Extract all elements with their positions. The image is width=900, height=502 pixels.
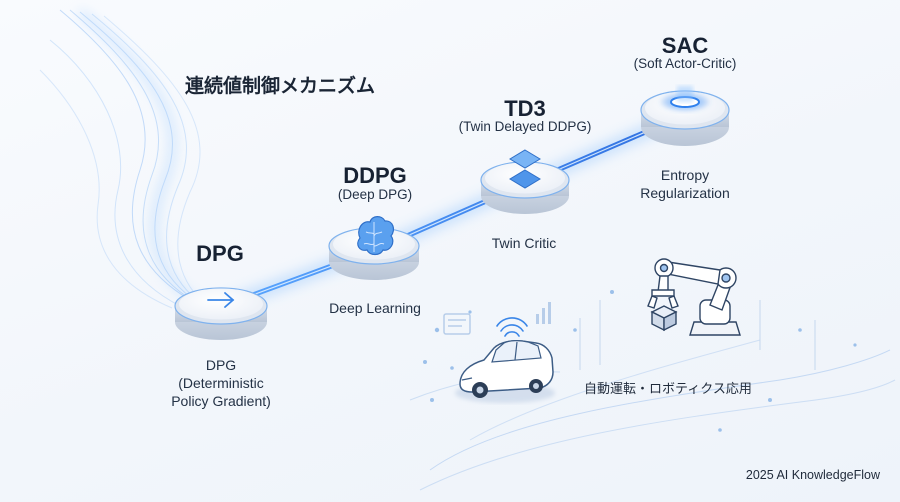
stage-dpg-label: DPG (Deterministic Policy Gradient)	[160, 356, 282, 410]
stage-td3-label: Twin Critic	[491, 235, 557, 251]
progression-path-highlight	[219, 114, 686, 308]
stage-sac-subtitle: (Soft Actor-Critic)	[633, 56, 737, 71]
brain-icon	[357, 216, 395, 256]
main-title: 連続値制御メカニズム	[185, 75, 376, 97]
robot-arm-icon	[647, 258, 741, 336]
application-caption: 自動運転・ロボティクス応用	[584, 382, 752, 397]
wifi-signal-icon	[496, 317, 528, 337]
wave-glow	[78, 9, 202, 307]
circuit-lines-decoration	[409, 339, 896, 491]
stage-sac-label-line: Entropy	[660, 167, 710, 183]
stage-dpg-label-line: Policy Gradient)	[171, 393, 271, 409]
disk-sac	[640, 86, 730, 146]
arrow-right-icon	[207, 292, 235, 308]
stage-ddpg-label: Deep Learning	[329, 300, 421, 316]
stage-td3-name: TD3	[504, 96, 546, 121]
signal-bars-icon	[536, 302, 551, 324]
stage-sac-name: SAC	[661, 33, 709, 58]
glow-ring-icon	[659, 86, 711, 112]
disk-ddpg	[328, 216, 420, 280]
circuit-dots	[423, 290, 857, 432]
twin-layers-icon	[509, 149, 541, 189]
stage-dpg-label-line: DPG	[205, 357, 237, 373]
stage-td3-subtitle: (Twin Delayed DDPG)	[458, 119, 592, 134]
stage-ddpg-subtitle: (Deep DPG)	[337, 187, 413, 202]
disk-td3	[480, 149, 570, 214]
stage-ddpg-name: DDPG	[343, 163, 407, 188]
stage-dpg-name: DPG	[196, 241, 244, 266]
car-icon	[455, 340, 555, 403]
disk-dpg	[174, 287, 268, 340]
info-card-decoration	[443, 313, 471, 335]
footer-credit: 2025 AI KnowledgeFlow	[745, 468, 880, 482]
stage-sac-label-line: Regularization	[640, 185, 730, 201]
vertical-ticks-decoration	[579, 300, 816, 370]
stage-sac-label: Entropy Regularization	[630, 166, 740, 202]
stage-dpg-label-line: (Deterministic	[178, 375, 264, 391]
